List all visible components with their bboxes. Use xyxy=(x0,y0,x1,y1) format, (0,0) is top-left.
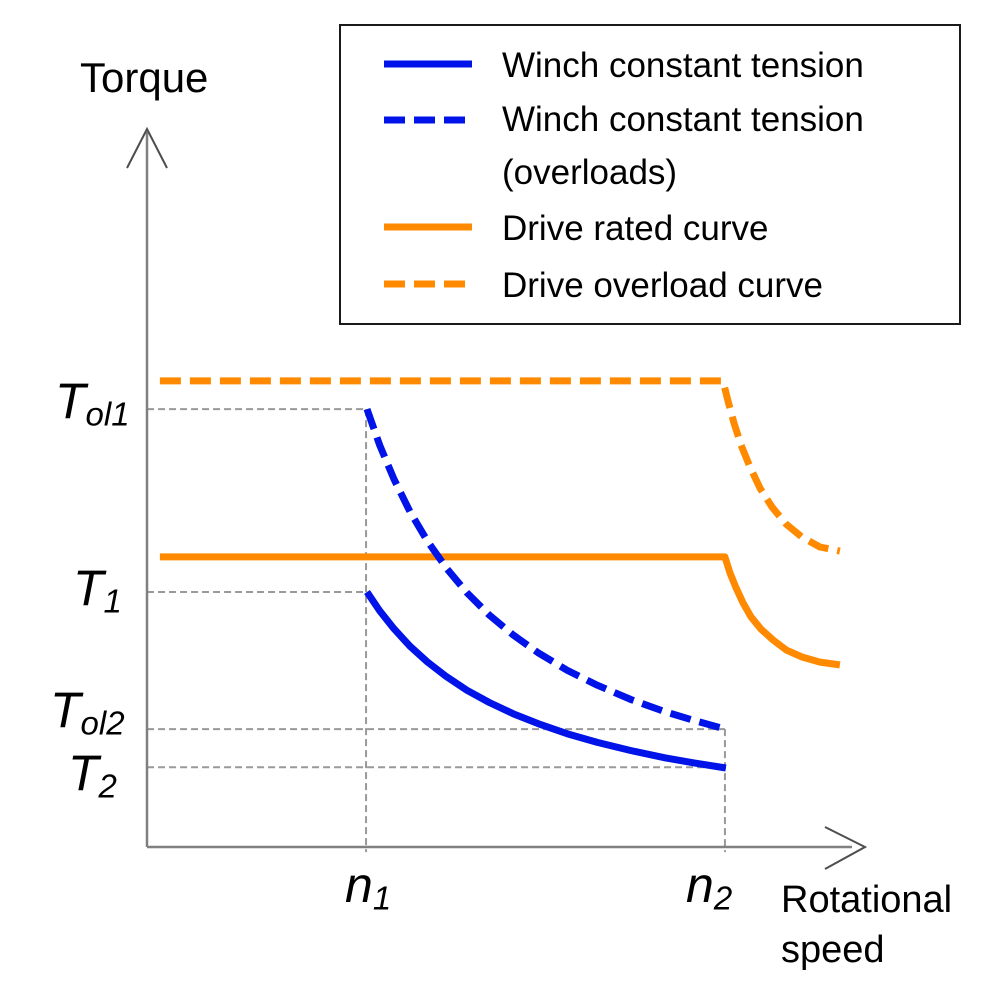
y-axis-arrow-icon xyxy=(126,126,168,169)
x-tick-label-n1: n1 xyxy=(345,857,392,917)
curve-drive-rated-curve xyxy=(159,553,841,669)
gridlines-group xyxy=(147,408,726,853)
legend-box: Winch constant tension Winch constant te… xyxy=(339,24,961,325)
x-tick-label-n2: n2 xyxy=(686,857,733,917)
legend-label-drive-overload-curve: Drive overload curve xyxy=(502,266,823,305)
y-tick-label-t1: T1 xyxy=(73,560,122,620)
legend-label-drive-rated-curve: Drive rated curve xyxy=(502,209,769,248)
y-tick-label-t2: T2 xyxy=(68,745,117,805)
x-axis-arrow-icon xyxy=(824,826,868,870)
legend-sample-winch-constant-tension xyxy=(384,60,472,68)
legend-label-winch-constant-tension-overloads: Winch constant tension (overloads) xyxy=(502,100,864,192)
y-tick-label-tol1: Tol1 xyxy=(55,373,130,433)
legend-sample-drive-rated-curve xyxy=(384,223,472,231)
x-axis-title: Rotational speed xyxy=(781,875,952,975)
y-tick-label-tol2: Tol2 xyxy=(50,682,125,742)
curves-group xyxy=(159,377,841,772)
x-axis-title-line2: speed xyxy=(781,929,885,972)
y-axis-title: Torque xyxy=(80,54,209,101)
legend-sample-drive-overload-curve xyxy=(384,280,472,288)
curve-winch-constant-tension-overloads xyxy=(363,407,727,733)
legend-sample-winch-constant-tension-overloads xyxy=(384,116,472,124)
axes-group xyxy=(126,126,868,870)
x-axis-title-line1: Rotational xyxy=(781,879,953,921)
curve-winch-constant-tension xyxy=(364,590,727,772)
curve-drive-overload-curve xyxy=(159,377,841,555)
legend-label-winch-constant-tension: Winch constant tension xyxy=(502,46,864,85)
